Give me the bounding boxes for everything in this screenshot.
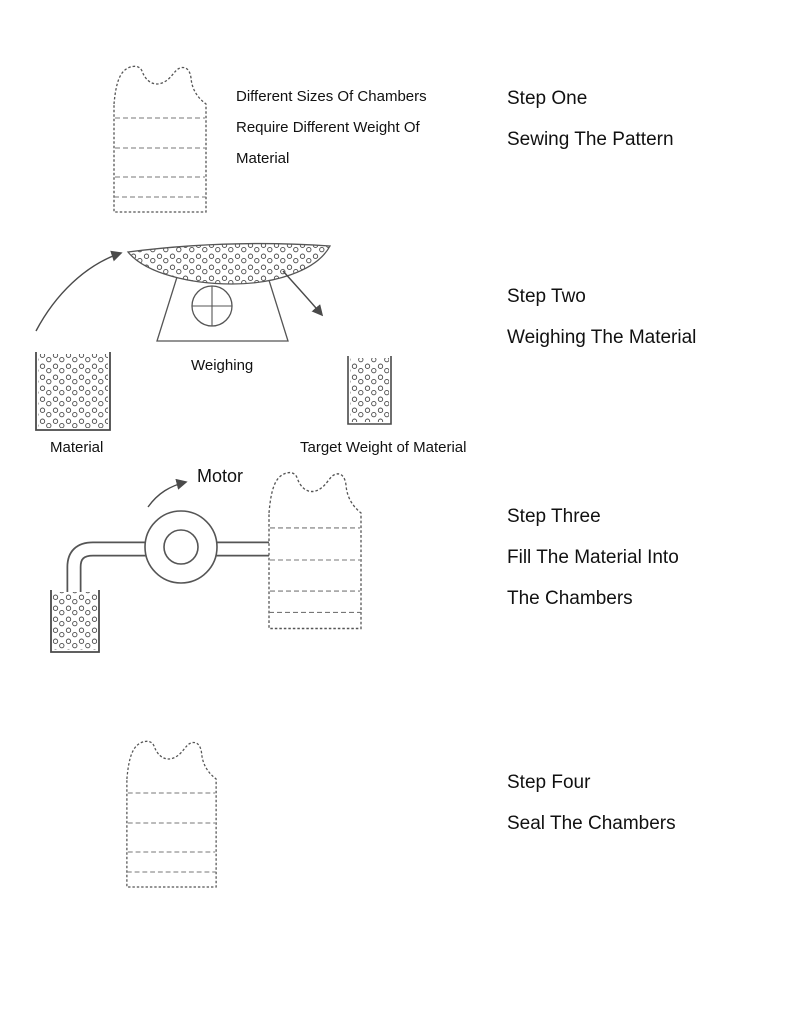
motor-pointer-arrow <box>147 478 188 508</box>
target-weight-label: Target Weight of Material <box>300 439 467 456</box>
step-two-title: Step Two <box>507 286 586 307</box>
step-one-title: Step One <box>507 88 588 109</box>
vest-step1-illustration <box>113 65 207 213</box>
material-container <box>35 352 111 431</box>
scale-bowl-with-material <box>126 242 332 285</box>
vest-step4-illustration <box>126 740 217 888</box>
pipe-left-bore <box>68 543 150 595</box>
arrow-out-of-scale <box>282 270 324 317</box>
vest-step3-illustration <box>268 471 362 630</box>
motor-label: Motor <box>197 466 244 486</box>
chamber-note-line-2: Require Different Weight Of <box>236 119 420 136</box>
weighing-scale-illustration <box>35 242 332 342</box>
arrow-into-scale <box>35 250 123 332</box>
step-three-title: Step Three <box>507 506 601 527</box>
weighing-label: Weighing <box>191 357 254 374</box>
step-one-caption: Sewing The Pattern <box>507 129 674 150</box>
step-four-caption: Seal The Chambers <box>507 813 676 834</box>
chamber-note-line-1: Different Sizes Of Chambers <box>236 88 427 105</box>
step-four-title: Step Four <box>507 772 591 793</box>
motor-hub <box>163 529 199 565</box>
step-three-caption-line-1: Fill The Material Into <box>507 547 679 568</box>
scale-dial-crosshair <box>192 286 232 326</box>
filling-machine-illustration <box>50 471 362 653</box>
chamber-note-line-3: Material <box>236 150 290 167</box>
material-label: Material <box>50 439 104 456</box>
step-two-caption: Weighing The Material <box>507 327 697 348</box>
material-feed-container <box>50 590 100 653</box>
target-weight-container <box>347 356 392 425</box>
step-three-caption-line-2: The Chambers <box>507 588 633 609</box>
